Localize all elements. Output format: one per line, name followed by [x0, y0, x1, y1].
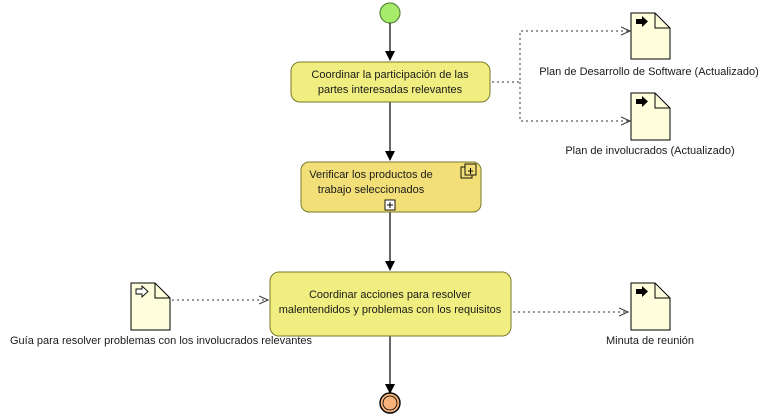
- data-object-plan-desarrollo[interactable]: Plan de Desarrollo de Software (Actualiz…: [539, 12, 759, 78]
- task-label-line-2: malentendidos y problemas con los requis…: [279, 304, 502, 316]
- task-label-line-1: Verificar los productos de: [309, 169, 433, 181]
- end-event[interactable]: [379, 392, 401, 414]
- data-object-minuta-reunion[interactable]: Minuta de reunión: [606, 282, 694, 347]
- association-task1-to-plan-involucrados[interactable]: [519, 82, 630, 121]
- task-coordinar-acciones[interactable]: Coordinar acciones para resolver malente…: [269, 271, 512, 337]
- task-label-line-2: partes interesadas relevantes: [318, 84, 463, 96]
- output-arrow-icon: [636, 286, 648, 297]
- document-label: Plan de involucrados (Actualizado): [565, 145, 734, 157]
- data-object-guia-resolver[interactable]: Guía para resolver problemas con los inv…: [10, 282, 313, 347]
- subprocess-verificar-productos[interactable]: Verificar los productos de trabajo selec…: [300, 161, 482, 213]
- linked-process-icon: [460, 163, 477, 179]
- start-event[interactable]: [379, 2, 401, 24]
- input-arrow-icon: [135, 284, 149, 299]
- output-arrow-icon: [636, 16, 648, 27]
- document-label: Guía para resolver problemas con los inv…: [10, 335, 313, 347]
- task-coordinar-participacion[interactable]: Coordinar la participación de las partes…: [290, 61, 491, 103]
- data-object-plan-involucrados[interactable]: Plan de involucrados (Actualizado): [565, 92, 735, 157]
- subprocess-expand-icon[interactable]: [384, 199, 396, 211]
- task-label-line-1: Coordinar acciones para resolver: [309, 289, 471, 301]
- document-label: Minuta de reunión: [606, 335, 694, 347]
- output-arrow-icon: [636, 96, 648, 107]
- task-label-line-2: trabajo seleccionados: [318, 184, 425, 196]
- task-label-line-1: Coordinar la participación de las: [311, 69, 469, 81]
- document-label: Plan de Desarrollo de Software (Actualiz…: [539, 66, 759, 78]
